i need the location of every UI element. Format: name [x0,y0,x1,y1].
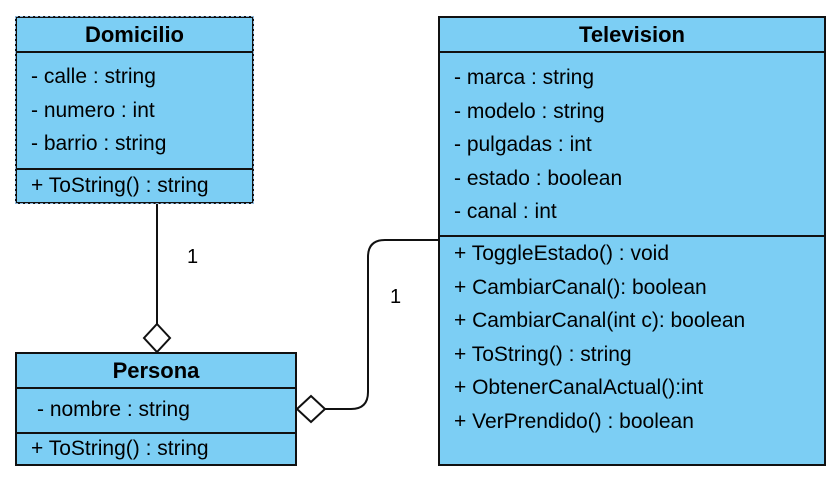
attribute: - canal : int [454,200,557,223]
operation: + ToString() : string [31,437,209,460]
television-multiplicity-label: 1 [390,286,402,308]
television-persona-association-line[interactable] [325,239,438,410]
attributes-compartment: - calle : string - numero : int - barrio… [17,53,252,170]
attribute: - estado : boolean [454,166,623,190]
operation: + CambiarCanal(): boolean [454,275,707,299]
class-persona[interactable]: Persona - nombre : string + ToString() :… [15,352,297,466]
attribute: - nombre : string [37,398,190,421]
domicilio-multiplicity-label: 1 [187,246,199,268]
class-domicilio[interactable]: Domicilio - calle : string - numero : in… [15,16,254,204]
attribute: - calle : string [31,65,156,88]
attribute: - modelo : string [454,99,605,123]
attribute: - pulgadas : int [454,133,592,156]
class-television[interactable]: Television - marca : string - modelo : s… [438,16,826,466]
operation: + VerPrendido() : boolean [454,409,694,433]
operation: + ToggleEstado() : void [454,242,669,265]
attribute: - marca : string [454,66,595,89]
class-name: Persona [17,354,295,389]
operation: + ToString() : string [31,174,209,197]
operations-compartment: + ToString() : string [17,434,295,464]
persona-aggregation-diamond-right [295,394,327,424]
operations-compartment: + ToString() : string [17,170,252,202]
operation: + ToString() : string [454,342,632,366]
persona-aggregation-diamond-top [142,322,172,354]
attributes-compartment: - nombre : string [17,389,295,434]
operations-compartment: + ToggleEstado() : void + CambiarCanal()… [440,237,824,438]
attribute: - numero : int [31,98,155,122]
class-name: Domicilio [17,18,252,53]
attribute: - barrio : string [31,132,167,155]
operation: + ObtenerCanalActual():int [454,376,704,399]
class-name: Television [440,18,824,53]
attributes-compartment: - marca : string - modelo : string - pul… [440,53,824,237]
operation: + CambiarCanal(int c): boolean [454,309,746,332]
